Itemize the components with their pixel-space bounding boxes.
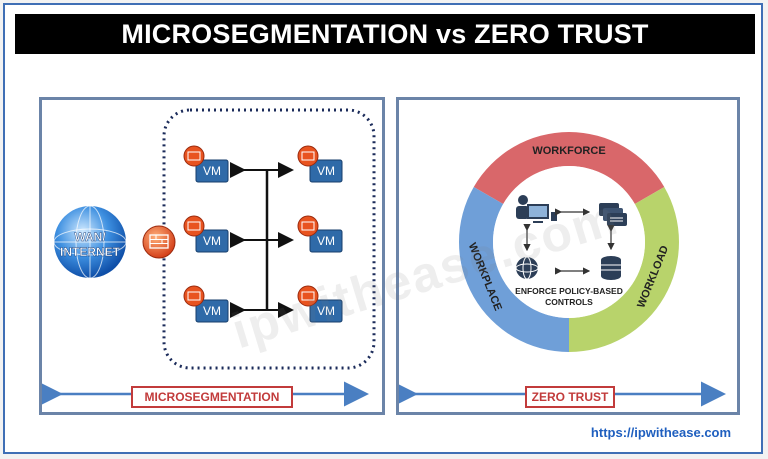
microsegmentation-panel: WAN/ INTERNET VM VM VM VM VM VM MICROSEGMENTA… xyxy=(39,97,385,415)
globe-label-line1: WAN/ xyxy=(74,230,106,244)
firewall-icon xyxy=(183,145,205,167)
vm-label: VM xyxy=(203,304,221,318)
diagram-frame: MICROSEGMENTATION vs ZERO TRUST xyxy=(3,3,763,454)
firewall-icon xyxy=(297,145,319,167)
vm-label: VM xyxy=(317,164,335,178)
ring-segment-workforce xyxy=(473,132,665,204)
zero-trust-panel: ENFORCE POLICY-BASED CONTROLS WORKFORCE … xyxy=(396,97,740,415)
firewall-icon xyxy=(297,285,319,307)
vm-icon: VM xyxy=(297,145,343,183)
site-url-link[interactable]: https://ipwithease.com xyxy=(573,422,749,442)
firewall-icon xyxy=(297,215,319,237)
microsegmentation-diagram: WAN/ INTERNET VM VM VM VM VM VM xyxy=(42,108,376,407)
zero-trust-caption: ZERO TRUST xyxy=(525,386,615,408)
page-title: MICROSEGMENTATION vs ZERO TRUST xyxy=(15,14,755,54)
vm-label: VM xyxy=(203,164,221,178)
center-label-line2: CONTROLS xyxy=(545,297,593,307)
zero-trust-diagram: ENFORCE POLICY-BASED CONTROLS WORKFORCE … xyxy=(399,132,726,407)
vm-icon: VM xyxy=(297,215,343,253)
ring-segment-workload xyxy=(569,187,679,352)
vm-icon: VM xyxy=(183,215,229,253)
vm-label: VM xyxy=(317,304,335,318)
firewall-icon xyxy=(183,285,205,307)
vm-icon: VM xyxy=(183,145,229,183)
network-icon xyxy=(515,256,539,280)
database-icon xyxy=(601,256,621,280)
globe-icon xyxy=(53,205,127,279)
segment-label-workforce: WORKFORCE xyxy=(532,145,605,157)
user-workstation-icon xyxy=(516,195,557,223)
servers-icon xyxy=(599,203,627,226)
globe-label-line2: INTERNET xyxy=(60,245,121,259)
vm-layer: VM VM VM VM VM VM xyxy=(183,145,343,323)
center-label-line1: ENFORCE POLICY-BASED xyxy=(515,286,623,296)
microsegmentation-caption: MICROSEGMENTATION xyxy=(131,386,293,408)
vm-icon: VM xyxy=(183,285,229,323)
firewall-icon xyxy=(183,215,205,237)
vm-label: VM xyxy=(203,234,221,248)
ring-segment-workplace xyxy=(459,187,569,352)
firewall-icon xyxy=(142,225,176,259)
vm-icon: VM xyxy=(297,285,343,323)
segment-boundary xyxy=(162,108,376,370)
vm-label: VM xyxy=(317,234,335,248)
